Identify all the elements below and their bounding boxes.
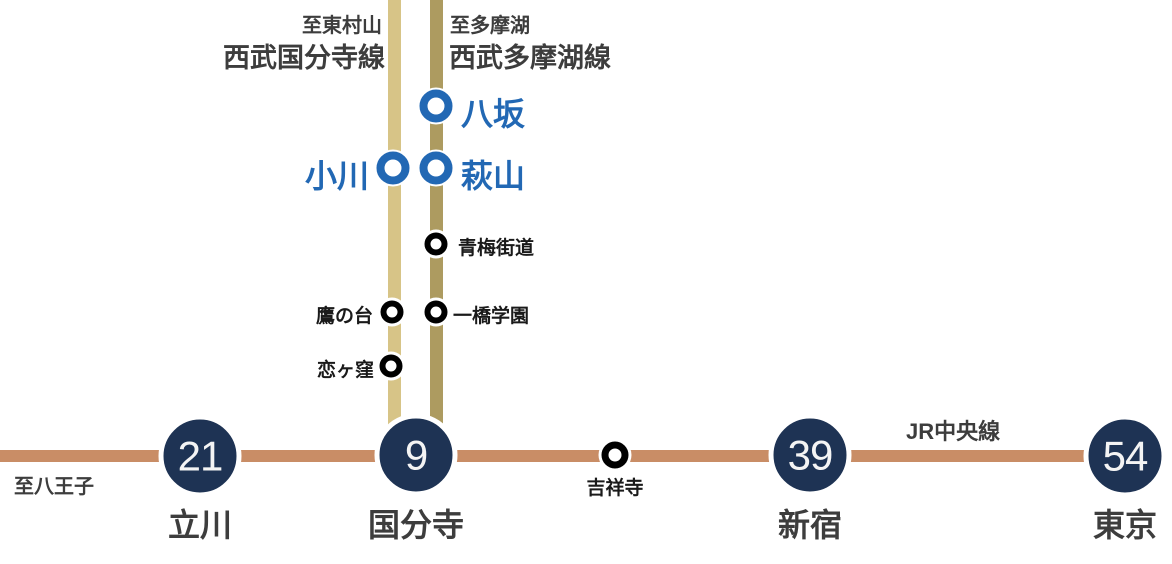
- direction-label-hachioji: 至八王子: [14, 476, 94, 498]
- seibu-tamako-line-track: [430, 0, 443, 452]
- station-marker-hagiyama: [419, 151, 453, 185]
- station-name-takanodai: 鷹の台: [315, 306, 373, 327]
- station-marker-koigakubo: [379, 354, 403, 378]
- station-name-hagiyama: 萩山: [461, 158, 526, 194]
- station-marker-tokyo: 54: [1083, 414, 1167, 498]
- minutes-shinjuku: 39: [787, 431, 834, 478]
- direction-label-tamako: 至多摩湖: [450, 15, 530, 37]
- station-name-tachikawa: 立川: [167, 507, 233, 543]
- station-marker-ogawa: [376, 151, 410, 185]
- station-name-tokyo: 東京: [1092, 507, 1158, 543]
- direction-label-higashimurayama: 至東村山: [302, 15, 382, 37]
- station-name-omekaido: 青梅街道: [458, 238, 535, 259]
- line-name-seibu-kokubunji: 西武国分寺線: [223, 43, 385, 73]
- minutes-kokubunji: 9: [404, 431, 428, 478]
- station-name-hitotsubashi-gakuen: 一橋学園: [453, 306, 530, 327]
- line-name-seibu-tamako: 西武多摩湖線: [449, 43, 611, 73]
- station-name-kokubunji: 国分寺: [367, 507, 465, 543]
- station-marker-tachikawa: 21: [158, 414, 242, 498]
- station-marker-kichijoji: [601, 441, 629, 469]
- line-name-jr-chuo: JR中央線: [906, 419, 1001, 444]
- station-marker-omekaido: [424, 232, 448, 256]
- station-marker-kokubunji: 9: [374, 413, 458, 497]
- minutes-tokyo: 54: [1102, 432, 1149, 479]
- station-marker-takanodai: [380, 300, 404, 324]
- station-name-koigakubo: 恋ヶ窪: [316, 360, 374, 381]
- station-marker-yasaka: [419, 89, 453, 123]
- station-name-ogawa: 小川: [304, 158, 369, 194]
- station-marker-hitotsubashi-gakuen: [424, 300, 448, 324]
- station-name-yasaka: 八坂: [461, 96, 526, 132]
- minutes-tachikawa: 21: [177, 432, 224, 479]
- station-marker-shinjuku: 39: [768, 413, 852, 497]
- station-name-kichijoji: 吉祥寺: [586, 478, 644, 499]
- station-name-shinjuku: 新宿: [777, 507, 843, 543]
- seibu-kokubunji-line-track: [388, 0, 401, 452]
